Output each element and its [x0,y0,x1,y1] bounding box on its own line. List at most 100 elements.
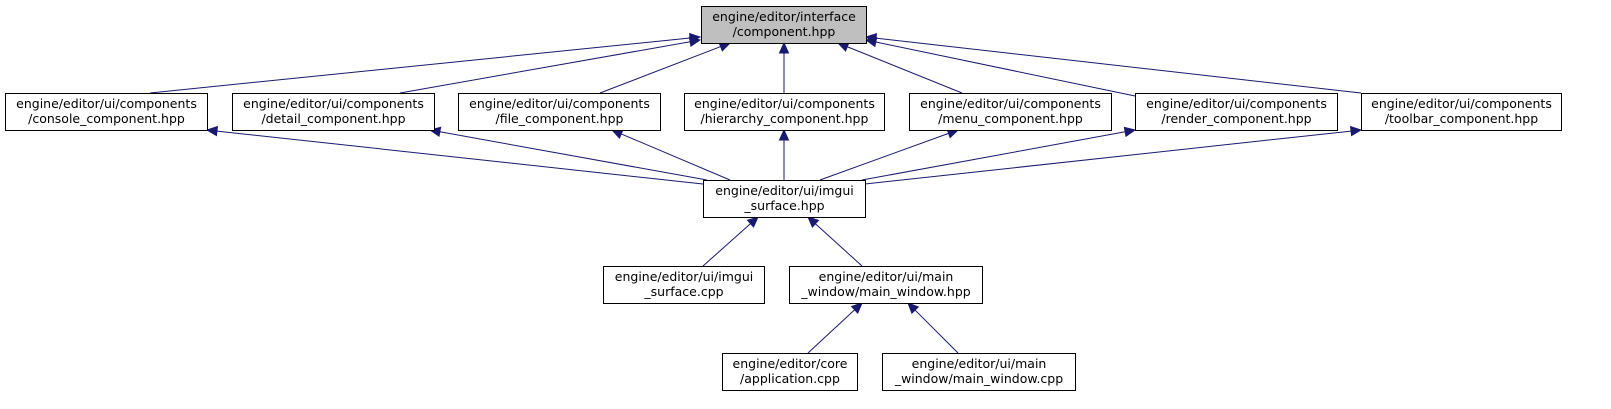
node-label-line: /file_component.hpp [496,111,624,126]
node-label-line: _window/main_window.cpp [894,371,1063,386]
node-hierarchy-component[interactable]: engine/editor/ui/components/hierarchy_co… [684,93,885,131]
node-label-line: /component.hpp [733,24,836,39]
edge-line [847,46,963,94]
edge-line [702,223,751,267]
node-label-line: _surface.hpp [743,198,824,213]
node-label-line: engine/editor/interface [712,9,856,24]
node-label-line: _surface.cpp [643,284,723,299]
edge-line [819,132,949,181]
arrowhead-icon [610,129,624,139]
node-label-line: engine/editor/ui/components [1371,96,1552,111]
edge-render_component-to-component_hpp [864,36,1136,97]
node-label-line: /menu_component.hpp [938,111,1083,126]
arrowhead-icon [850,302,863,315]
edge-line [621,133,731,181]
node-box [5,93,208,131]
node-label-line: engine/editor/ui/components [16,96,197,111]
arrowhead-icon [1349,125,1363,137]
edge-hierarchy_component-to-component_hpp [778,41,790,93]
edge-main_window_cpp-to-main_window_hpp [907,302,959,354]
node-label-line: /detail_component.hpp [261,111,405,126]
node-label-line: engine/editor/ui/components [920,96,1101,111]
edge-imgui_surface_hpp-to-file_component [610,129,731,181]
node-box [722,353,858,391]
node-box [703,180,866,218]
node-detail-component[interactable]: engine/editor/ui/components/detail_compo… [232,93,435,131]
node-label-line: engine/editor/ui/components [694,96,875,111]
node-component-hpp[interactable]: engine/editor/interface/component.hpp [701,6,867,44]
node-console-component[interactable]: engine/editor/ui/components/console_comp… [5,93,208,131]
edge-console_component-to-component_hpp [149,32,702,94]
node-toolbar-component[interactable]: engine/editor/ui/components/toolbar_comp… [1361,93,1562,131]
node-label-line: engine/editor/ui/imgui [615,269,753,284]
node-box [232,93,435,131]
edge-line [399,41,691,94]
edge-line [216,130,704,185]
nodes-layer: engine/editor/interface/component.hppeng… [5,6,1562,391]
edge-main_window_hpp-to-imgui_surface_hpp [807,216,863,267]
arrowhead-icon [1123,126,1137,138]
node-label-line: engine/editor/ui/components [1146,96,1327,111]
edge-line [864,130,1352,185]
edge-application_cpp-to-main_window_hpp [807,302,863,354]
edge-detail_component-to-component_hpp [399,36,702,94]
edge-line [914,309,959,354]
edge-line [439,131,708,181]
node-label-line: _window/main_window.hpp [800,284,970,299]
edge-imgui_surface_hpp-to-menu_component [819,128,960,181]
edge-line [875,37,1362,94]
node-label-line: engine/editor/core [733,356,848,371]
edge-line [875,41,1136,97]
node-box [882,353,1076,391]
arrowhead-icon [205,125,219,137]
edge-menu_component-to-component_hpp [836,42,963,94]
edges-layer [149,32,1363,354]
arrowhead-icon [746,216,759,228]
edge-line [599,46,721,94]
edge-line [815,223,863,267]
node-main-window-cpp[interactable]: engine/editor/ui/main_window/main_window… [882,353,1076,391]
node-application-cpp[interactable]: engine/editor/core/application.cpp [722,353,858,391]
node-label-line: /application.cpp [740,371,840,386]
edge-imgui_surface_hpp-to-console_component [205,125,704,185]
node-box [701,6,867,44]
edge-imgui_surface_cpp-to-imgui_surface_hpp [702,216,759,267]
node-label-line: engine/editor/ui/components [243,96,424,111]
node-file-component[interactable]: engine/editor/ui/components/file_compone… [458,93,661,131]
node-box [1135,93,1338,131]
edge-file_component-to-component_hpp [599,41,732,94]
node-label-line: engine/editor/ui/main [912,356,1047,371]
arrowhead-icon [688,36,702,48]
node-box [789,266,983,304]
node-label-line: /toolbar_component.hpp [1385,111,1538,126]
node-box [909,93,1112,131]
node-imgui-surface-cpp[interactable]: engine/editor/ui/imgui_surface.cpp [603,266,765,304]
node-imgui-surface-hpp[interactable]: engine/editor/ui/imgui_surface.hpp [703,180,866,218]
node-label-line: /hierarchy_component.hpp [701,111,869,126]
node-box [684,93,885,131]
node-label-line: /render_component.hpp [1161,111,1311,126]
edge-line [807,309,856,354]
edge-imgui_surface_hpp-to-detail_component [428,126,708,181]
node-box [458,93,661,131]
node-box [1361,93,1562,131]
node-label-line: engine/editor/ui/main [819,269,954,284]
edge-line [149,37,691,94]
edge-line [861,131,1126,181]
arrowhead-icon [907,302,920,315]
arrowhead-icon [778,128,790,141]
arrowhead-icon [864,32,878,44]
node-label-line: engine/editor/ui/components [469,96,650,111]
edge-imgui_surface_hpp-to-toolbar_component [864,125,1363,185]
edge-imgui_surface_hpp-to-render_component [861,126,1137,181]
edge-imgui_surface_hpp-to-hierarchy_component [778,128,790,180]
node-menu-component[interactable]: engine/editor/ui/components/menu_compone… [909,93,1112,131]
node-main-window-hpp[interactable]: engine/editor/ui/main_window/main_window… [789,266,983,304]
node-label-line: /console_component.hpp [28,111,185,126]
node-box [603,266,765,304]
edge-toolbar_component-to-component_hpp [864,32,1362,94]
node-label-line: engine/editor/ui/imgui [715,183,853,198]
node-render-component[interactable]: engine/editor/ui/components/render_compo… [1135,93,1338,131]
arrowhead-icon [807,216,820,228]
